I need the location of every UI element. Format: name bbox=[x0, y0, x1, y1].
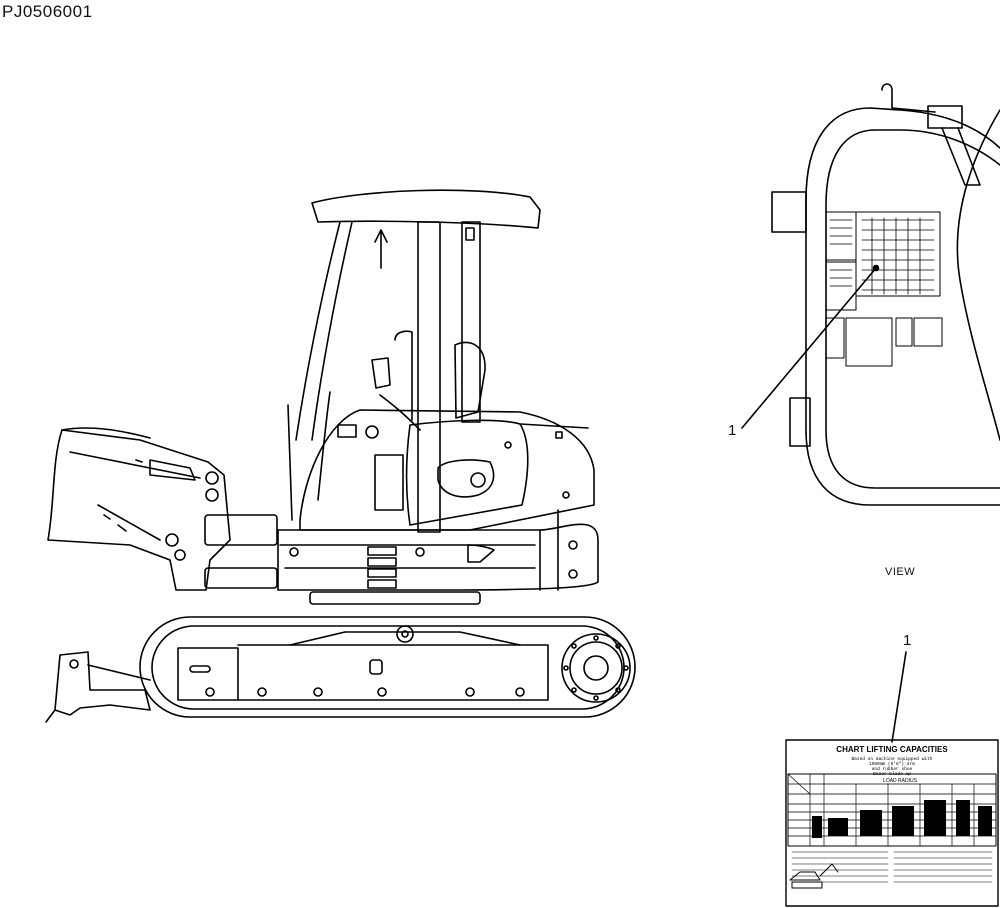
dozer-blade bbox=[45, 651, 151, 723]
decal-title: CHART LIFTING CAPACITIES bbox=[836, 745, 948, 754]
sprocket-teeth bbox=[563, 635, 629, 701]
boom bbox=[47, 427, 278, 591]
decal-subtitle-3: and rubber shoe bbox=[872, 766, 913, 772]
decal-subtitle-1: Based on machine equipped with bbox=[851, 756, 932, 762]
lifting-capacity-decal bbox=[785, 651, 999, 907]
callout-1-decal: 1 bbox=[903, 632, 912, 649]
view-detail bbox=[741, 83, 1000, 506]
decal-excavator-icon bbox=[789, 863, 839, 889]
decal-subtitle-4: Dozer blade up bbox=[873, 771, 911, 777]
decal-layout-preview bbox=[825, 211, 943, 367]
crawler-track bbox=[139, 616, 636, 718]
view-label: VIEW bbox=[885, 566, 916, 578]
lower-frame bbox=[277, 509, 599, 605]
leader-line-view bbox=[741, 267, 877, 429]
decal-header: LOAD RADIUS bbox=[883, 778, 918, 784]
leader-line-decal bbox=[891, 651, 907, 743]
canopy bbox=[295, 189, 541, 533]
callout-1-view: 1 bbox=[728, 422, 737, 439]
operator-seat bbox=[287, 330, 486, 521]
upper-body bbox=[299, 409, 595, 531]
decal-subtitle-2: 1980mm (6'6") arm bbox=[869, 761, 915, 767]
drawing-code: PJ0506001 bbox=[2, 2, 93, 21]
excavator-illustration bbox=[45, 189, 636, 723]
